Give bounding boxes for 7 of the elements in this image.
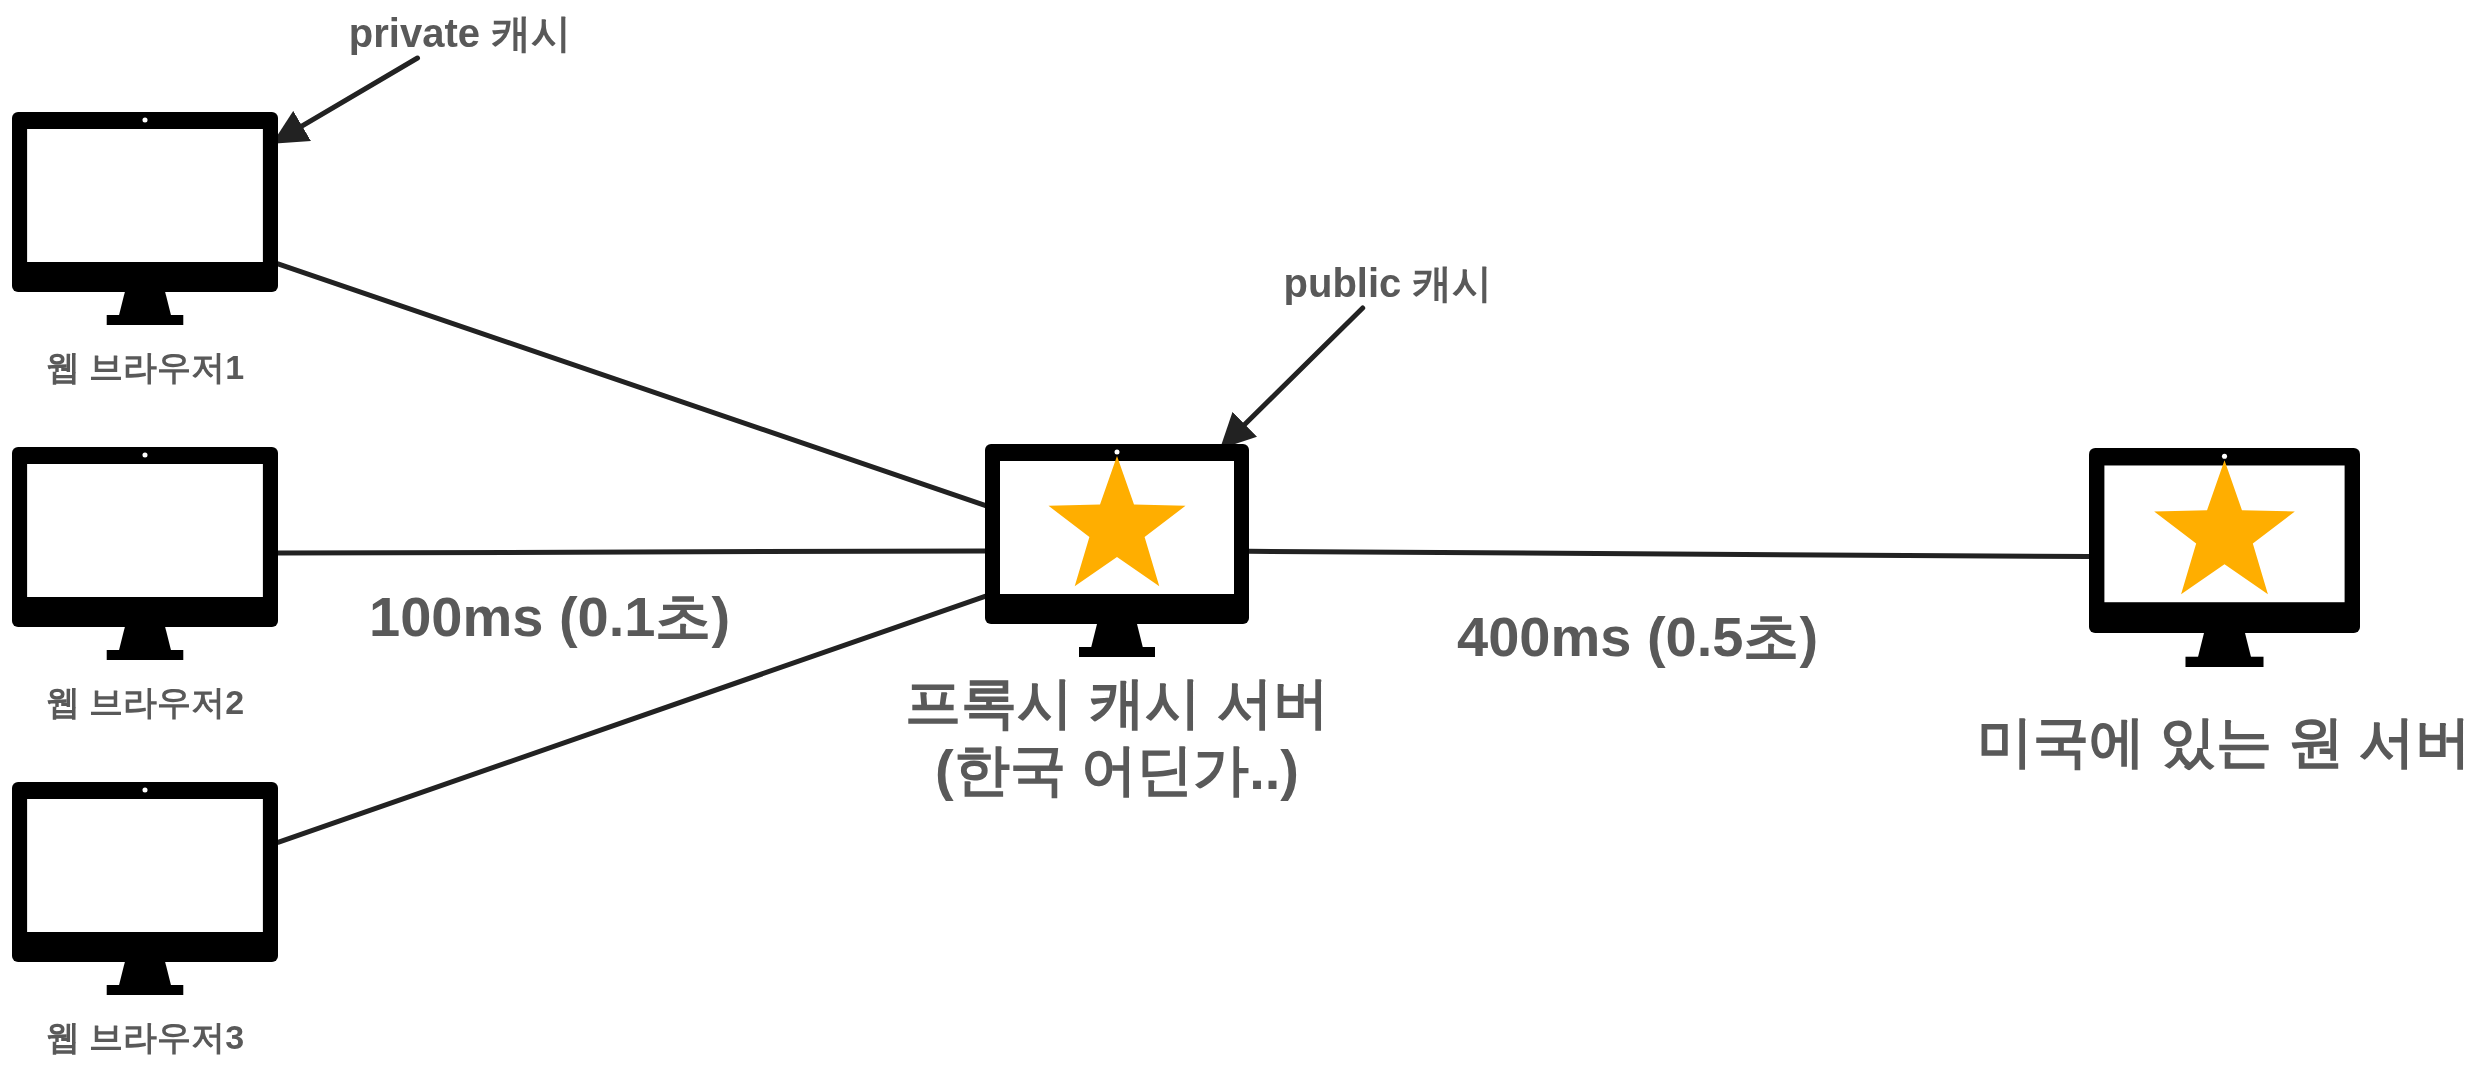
callout-text: private 캐시 [330, 8, 590, 58]
node-caption: 웹 브라우저1 [44, 347, 246, 388]
node-caption: 웹 브라우저3 [44, 1017, 246, 1058]
node-caption: 웹 브라우저2 [44, 682, 246, 723]
node-caption: 미국에 있는 원 서버 [1975, 709, 2473, 775]
node-caption: 프록시 캐시 서버 (한국 어딘가..) [904, 670, 1330, 804]
callout-text: public 캐시 [1268, 258, 1508, 308]
